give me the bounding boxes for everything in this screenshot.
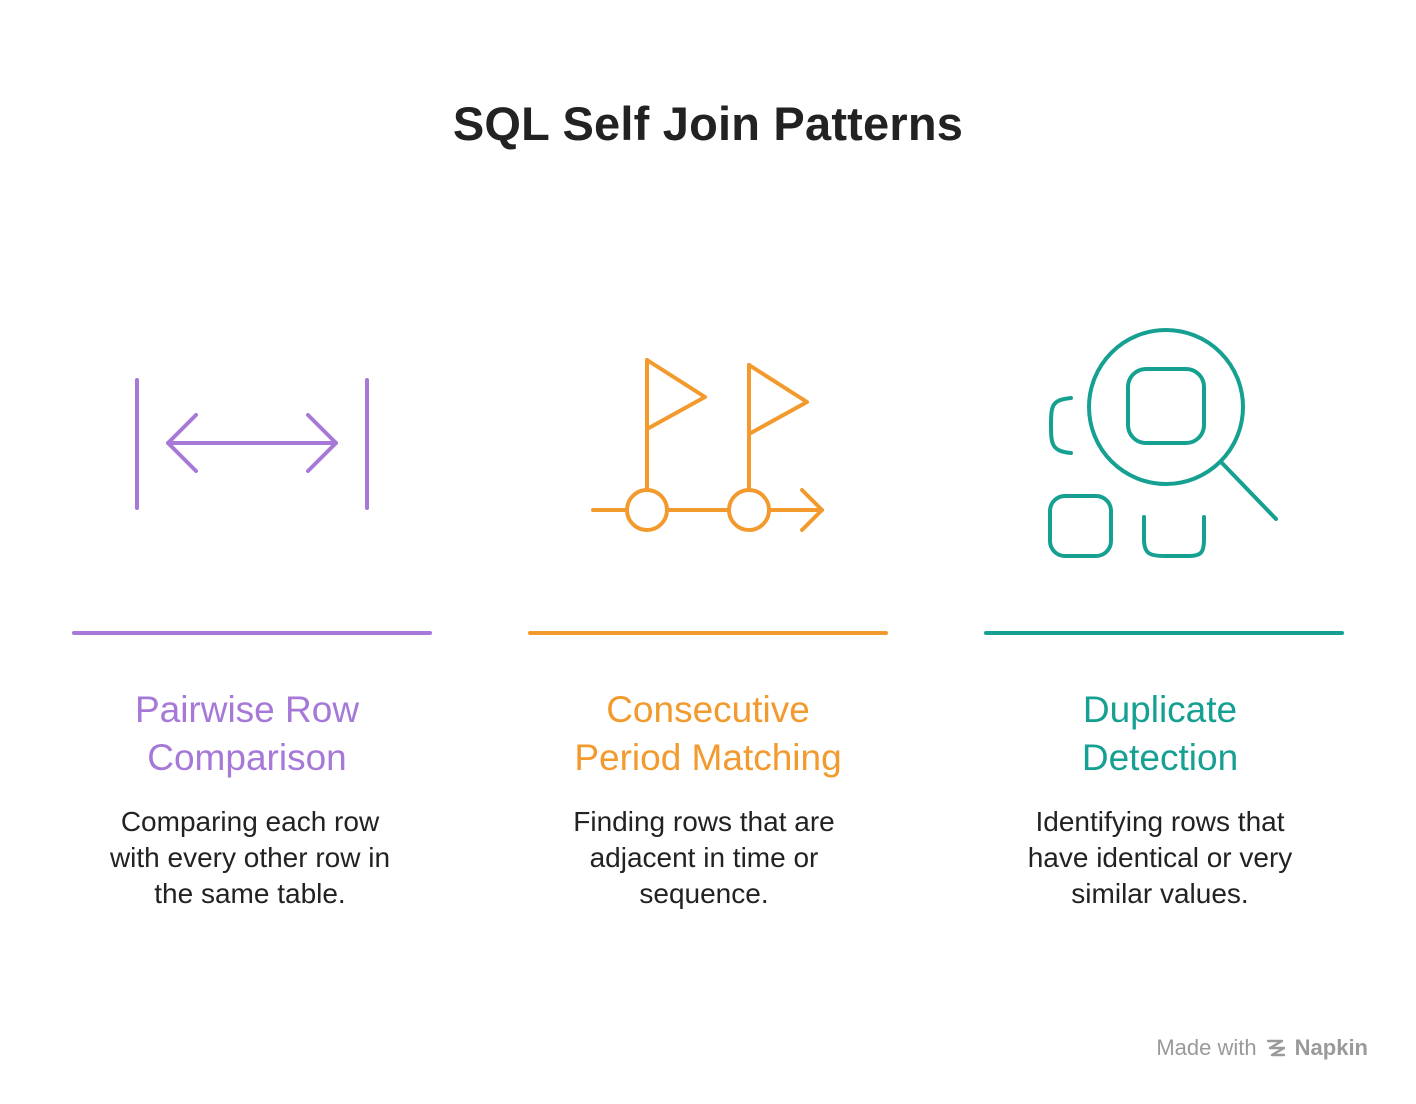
heading-pairwise-row-comparison: Pairwise Row Comparison [57,686,437,782]
page-title: SQL Self Join Patterns [452,97,964,150]
description-line: the same table. [154,878,346,909]
description-duplicate: Identifying rows that have identical or … [970,804,1350,912]
napkin-brand-name: Napkin [1294,1035,1368,1060]
description-line: Finding rows that are [573,806,835,837]
heading-line: Duplicate [1082,689,1238,730]
heading-line: Detection [1081,737,1239,778]
made-with-napkin-badge[interactable]: Made with Napkin [1156,1035,1368,1061]
description-line: with every other row in [109,842,391,873]
made-with-label: Made with [1156,1035,1257,1060]
divider-duplicate [984,631,1344,635]
heading-duplicate-detection: Duplicate Detection [970,686,1350,782]
divider-pairwise [72,631,432,635]
heading-line: Period Matching [574,737,842,778]
double-arrow-between-bars-icon [135,378,369,510]
description-line: sequence. [639,878,769,909]
heading-line: Comparison [147,737,347,778]
timeline-flags-icon [591,358,824,532]
description-pairwise: Comparing each row with every other row … [60,804,440,912]
divider-consecutive [528,631,888,635]
description-line: Identifying rows that [1035,806,1285,837]
description-line: Comparing each row [120,806,380,837]
description-line: similar values. [1071,878,1249,909]
heading-consecutive-period-matching: Consecutive Period Matching [518,686,898,782]
heading-line: Pairwise Row [134,689,360,730]
napkin-logo-icon [1266,1039,1285,1057]
description-line: have identical or very [1027,842,1293,873]
heading-line: Consecutive [606,689,810,730]
description-consecutive: Finding rows that are adjacent in time o… [514,804,894,912]
description-line: adjacent in time or [589,842,819,873]
magnifier-shapes-icon [1048,328,1278,558]
